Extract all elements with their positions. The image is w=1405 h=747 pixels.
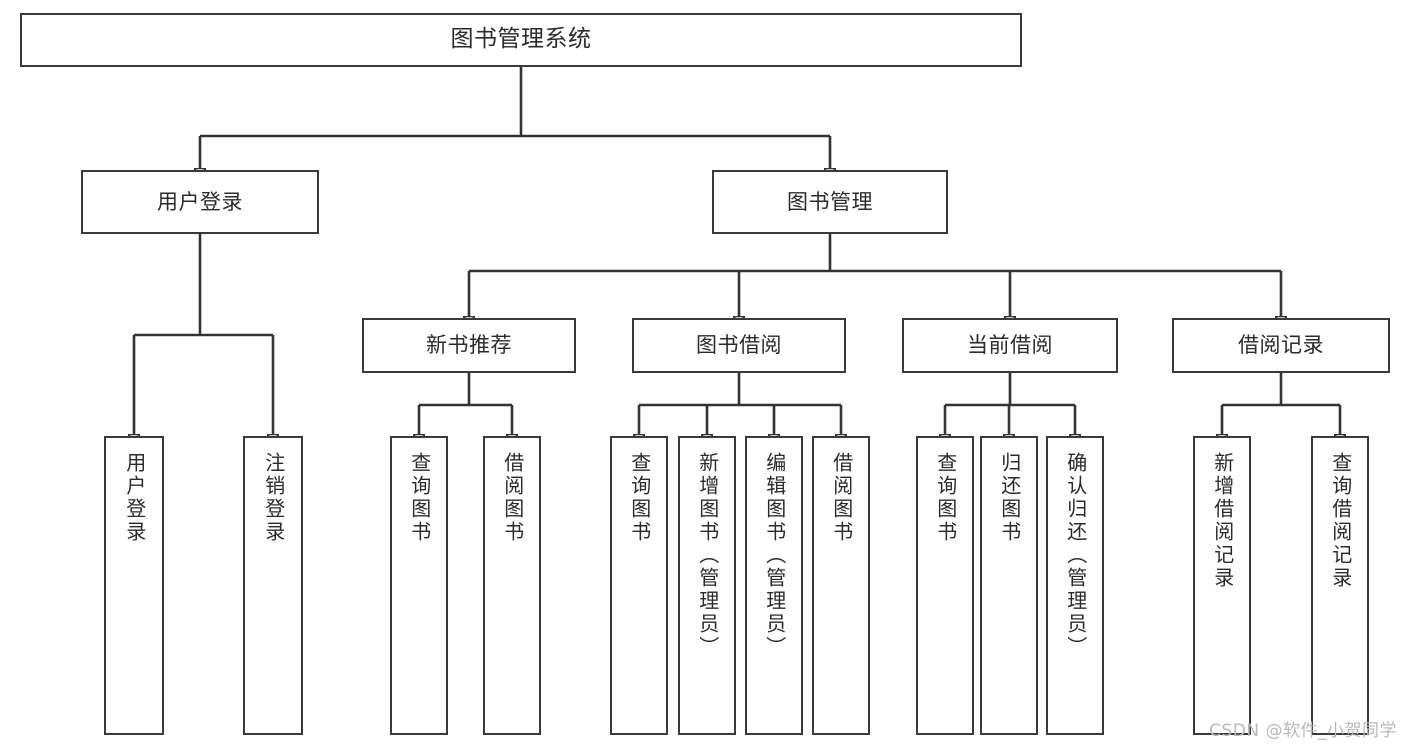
node-borrow[interactable]: 图书借阅 xyxy=(632,318,846,373)
node-history[interactable]: 借阅记录 xyxy=(1172,318,1390,373)
node-label: 查询图书 xyxy=(933,452,958,544)
node-label: 当前借阅 xyxy=(967,333,1053,358)
node-root[interactable]: 图书管理系统 xyxy=(20,13,1022,67)
node-label: 查询图书 xyxy=(627,452,652,544)
node-label: 借阅记录 xyxy=(1238,333,1324,358)
node-label: 借阅图书 xyxy=(829,452,854,544)
node-label: 编辑图书（管理员） xyxy=(762,452,787,659)
node-label: 图书管理 xyxy=(787,189,873,214)
node-label: 借阅图书 xyxy=(500,452,525,544)
node-label: 注销登录 xyxy=(261,452,286,544)
node-l-logout[interactable]: 注销登录 xyxy=(243,436,303,735)
node-label: 查询图书 xyxy=(407,452,432,544)
node-label: 图书管理系统 xyxy=(450,26,592,53)
watermark: CSDN @软件_小贺同学 xyxy=(1209,721,1397,741)
connector-lines xyxy=(134,67,1340,435)
node-l-login[interactable]: 用户登录 xyxy=(104,436,164,735)
node-l-confirm[interactable]: 确认归还（管理员） xyxy=(1046,436,1104,735)
node-l-addbook[interactable]: 新增图书（管理员） xyxy=(678,436,736,735)
node-label: 新增图书（管理员） xyxy=(695,452,720,659)
node-l-bbook2[interactable]: 借阅图书 xyxy=(812,436,870,735)
node-label: 确认归还（管理员） xyxy=(1063,452,1088,659)
node-l-bbook1[interactable]: 借阅图书 xyxy=(483,436,541,735)
node-newrec[interactable]: 新书推荐 xyxy=(362,318,576,373)
node-label: 用户登录 xyxy=(122,452,147,544)
node-l-addrec[interactable]: 新增借阅记录 xyxy=(1193,436,1251,735)
node-label: 查询借阅记录 xyxy=(1328,452,1353,590)
node-label: 图书借阅 xyxy=(696,333,782,358)
node-login[interactable]: 用户登录 xyxy=(81,170,319,234)
node-label: 新增借阅记录 xyxy=(1210,452,1235,590)
node-l-qrec[interactable]: 查询借阅记录 xyxy=(1311,436,1369,735)
node-l-qbook1[interactable]: 查询图书 xyxy=(390,436,448,735)
node-current[interactable]: 当前借阅 xyxy=(902,318,1118,373)
node-label: 归还图书 xyxy=(997,452,1022,544)
node-l-editbook[interactable]: 编辑图书（管理员） xyxy=(745,436,803,735)
node-label: 新书推荐 xyxy=(426,333,512,358)
node-label: 用户登录 xyxy=(157,189,243,214)
node-bookmgmt[interactable]: 图书管理 xyxy=(712,170,948,234)
node-l-qbook3[interactable]: 查询图书 xyxy=(916,436,974,735)
node-l-return[interactable]: 归还图书 xyxy=(980,436,1038,735)
node-l-qbook2[interactable]: 查询图书 xyxy=(610,436,668,735)
